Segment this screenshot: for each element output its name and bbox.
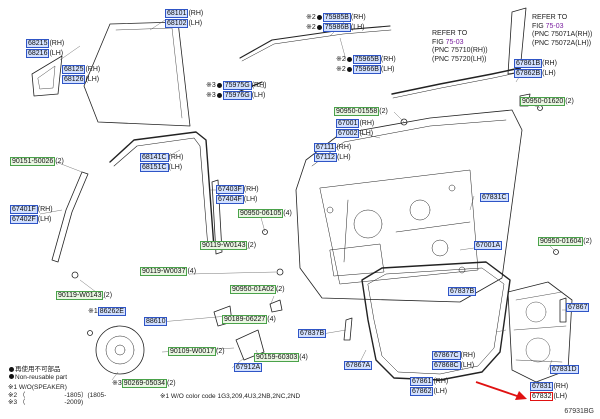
part-label-67861B[interactable]: 67861B(RH)	[514, 59, 557, 68]
non-reusable-dot-icon	[346, 66, 352, 72]
part-label-90119-W0143-b[interactable]: 90119-W0143(2)	[56, 291, 113, 300]
non-reusable-dot-icon	[9, 374, 14, 380]
part-label-68215[interactable]: 68215(RH)	[26, 39, 65, 48]
refer-to-fig-a[interactable]: REFER TO FIG 75-03 (PNC 75710(RH)) (PNC …	[432, 30, 488, 63]
regulator-rail	[211, 179, 223, 255]
part-label-90950-06105[interactable]: 90950-06105(4)	[238, 209, 292, 218]
part-label-68141C[interactable]: 68141C(RH)	[140, 153, 184, 162]
part-label-68125[interactable]: 68125(RH)	[62, 65, 101, 74]
part-label-90950-01558[interactable]: 90950-01558(2)	[334, 107, 388, 116]
part-label-67112[interactable]: 67112(LH)	[314, 153, 351, 162]
highlight-arrow	[475, 381, 527, 400]
part-label-90119-W0037[interactable]: 90119-W0037(4)	[140, 267, 197, 276]
part-label-67832-highlighted[interactable]: 67832(LH)	[530, 392, 568, 401]
legend: 再使用不可部品 Non-reusable part	[8, 366, 67, 381]
part-label-67867C[interactable]: 67867C(RH)	[432, 351, 476, 360]
part-label-68151C[interactable]: 68151C(LH)	[140, 163, 183, 172]
part-label-67402F[interactable]: 67402F(LH)	[10, 215, 52, 224]
part-label-68102[interactable]: 68102(LH)	[165, 19, 203, 28]
part-label-68216[interactable]: 68216(LH)	[26, 49, 64, 58]
part-label-67861[interactable]: 67861(RH)	[410, 377, 449, 386]
figure-code: 67931BG	[564, 408, 594, 415]
part-label-90950-01A02[interactable]: 90950-01A02(2)	[230, 285, 285, 294]
window-run-channel	[109, 131, 215, 249]
part-label-68126[interactable]: 68126(LH)	[62, 75, 100, 84]
door-check	[235, 329, 265, 361]
fig-link[interactable]: 75-03	[545, 22, 564, 30]
footnote-color-codes: ※1 W/O color code 1G3,209,4U3,2NB,2NC,2N…	[160, 393, 301, 400]
part-label-67837B-b[interactable]: 67837B	[298, 329, 327, 338]
part-label-67111[interactable]: 67111(RH)	[314, 143, 352, 152]
part-label-90950-01604[interactable]: 90950-01604(2)	[538, 237, 592, 246]
footnotes: ※1 W/O(SPEAKER) ※2 （ -1805）(1805- ※3 （ -…	[8, 384, 107, 406]
part-label-67831D[interactable]: 67831D	[550, 365, 579, 374]
door-weatherstrip	[361, 261, 511, 381]
refer-to-fig-b[interactable]: REFER TO FIG 75-03 (PNC 75071A(RH)) (PNC…	[532, 14, 593, 47]
non-reusable-dot-icon	[316, 24, 322, 30]
part-label-67867A[interactable]: 67867A	[344, 361, 373, 370]
part-label-67867[interactable]: 67867	[566, 303, 590, 312]
part-label-90159-60303[interactable]: 90159-60303(4)	[254, 353, 308, 362]
part-label-67001[interactable]: 67001(RH)	[336, 119, 375, 128]
part-label-67001A[interactable]: 67001A	[474, 241, 503, 250]
part-label-67912A[interactable]: 67912A	[234, 363, 263, 372]
part-label-90151-50026[interactable]: 90151-50026(2)	[10, 157, 64, 166]
part-label-67401F[interactable]: 67401F(RH)	[10, 205, 53, 214]
part-label-67837B-a[interactable]: 67837B	[448, 287, 477, 296]
part-label-67002[interactable]: 67002(LH)	[336, 129, 374, 138]
non-reusable-dot-icon	[216, 82, 222, 88]
part-label-68101[interactable]: 68101(RH)	[165, 9, 204, 18]
part-label-90119-W0143-a[interactable]: 90119-W0143(2)	[200, 241, 257, 250]
speaker	[95, 325, 145, 375]
part-label-67831C[interactable]: 67831C	[480, 193, 509, 202]
part-label-90109-W0017[interactable]: 90109-W0017(2)	[168, 347, 225, 356]
part-label-67862B[interactable]: 67862B(LH)	[514, 69, 556, 78]
belt-moulding	[391, 67, 521, 95]
door-outer-panel	[295, 109, 523, 303]
part-label-90950-01620[interactable]: 90950-01620(2)	[520, 97, 574, 106]
non-reusable-dot-icon	[346, 56, 352, 62]
door-glass	[83, 21, 191, 127]
part-label-67404F[interactable]: 67404F(LH)	[216, 195, 258, 204]
non-reusable-dot-icon	[216, 92, 222, 98]
non-reusable-dot-icon	[9, 366, 14, 372]
part-label-67868C[interactable]: 67868C(LH)	[432, 361, 475, 370]
quarter-glass	[31, 55, 63, 97]
roof-moulding	[239, 25, 391, 59]
part-label-67862[interactable]: 67862(LH)	[410, 387, 448, 396]
part-label-67831[interactable]: 67831(RH)	[530, 382, 569, 391]
part-label-67403F[interactable]: 67403F(RH)	[216, 185, 259, 194]
fig-link[interactable]: 75-03	[445, 38, 464, 46]
division-bar	[51, 171, 89, 263]
part-label-88610[interactable]: 88610	[144, 317, 168, 326]
part-label-90189-06227[interactable]: 90189-06227(4)	[222, 315, 276, 324]
non-reusable-dot-icon	[316, 14, 322, 20]
